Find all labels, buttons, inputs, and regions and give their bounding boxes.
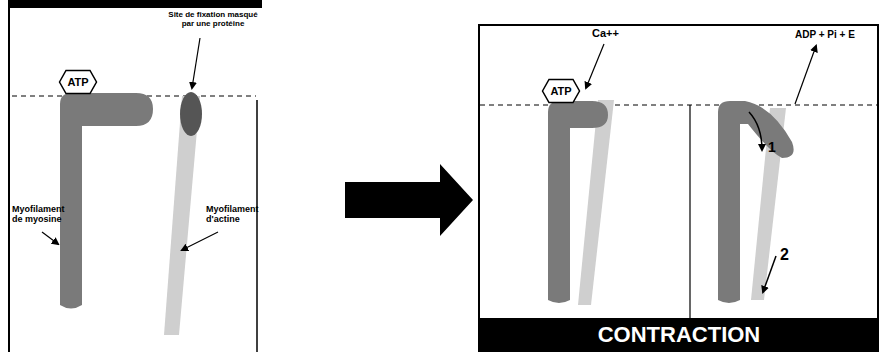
leader-line bbox=[192, 38, 200, 88]
annotation: Site de fixation masqué par une protéine bbox=[166, 11, 260, 29]
leader-line bbox=[42, 232, 58, 244]
panel-border bbox=[479, 25, 878, 351]
dashed-line bbox=[480, 105, 877, 106]
myosin-filament bbox=[60, 93, 153, 309]
actin-filament bbox=[578, 100, 614, 305]
myosin-filament bbox=[548, 101, 608, 303]
molecule-label: ATP bbox=[67, 76, 88, 88]
leader-line bbox=[182, 232, 218, 250]
band-title: CONTRACTION bbox=[598, 322, 761, 348]
movement-arrow bbox=[749, 112, 762, 150]
part-name: Myofilament de myosine bbox=[12, 205, 68, 225]
panel-border bbox=[256, 100, 258, 352]
big-arrow bbox=[345, 164, 473, 236]
leader-line bbox=[795, 46, 816, 104]
myosin-filament bbox=[718, 101, 794, 303]
callout-number: 2 bbox=[780, 246, 794, 264]
atp-hexagon: ATP bbox=[58, 69, 98, 95]
part-name: Myofilament d'actine bbox=[206, 205, 256, 225]
panel-border bbox=[8, 0, 10, 352]
atp-hexagon: ATP bbox=[541, 78, 581, 104]
product-label: ADP + Pi + E bbox=[795, 29, 875, 40]
movement-arrow bbox=[763, 256, 776, 292]
leader-line bbox=[586, 44, 604, 88]
ion-label: Ca++ bbox=[592, 27, 632, 39]
masking-protein bbox=[180, 92, 202, 136]
panel-bar bbox=[8, 0, 262, 8]
divider bbox=[689, 105, 690, 318]
molecule-label: ATP bbox=[550, 85, 571, 97]
callout-number: 1 bbox=[768, 140, 782, 155]
title-band: CONTRACTION bbox=[480, 318, 878, 352]
